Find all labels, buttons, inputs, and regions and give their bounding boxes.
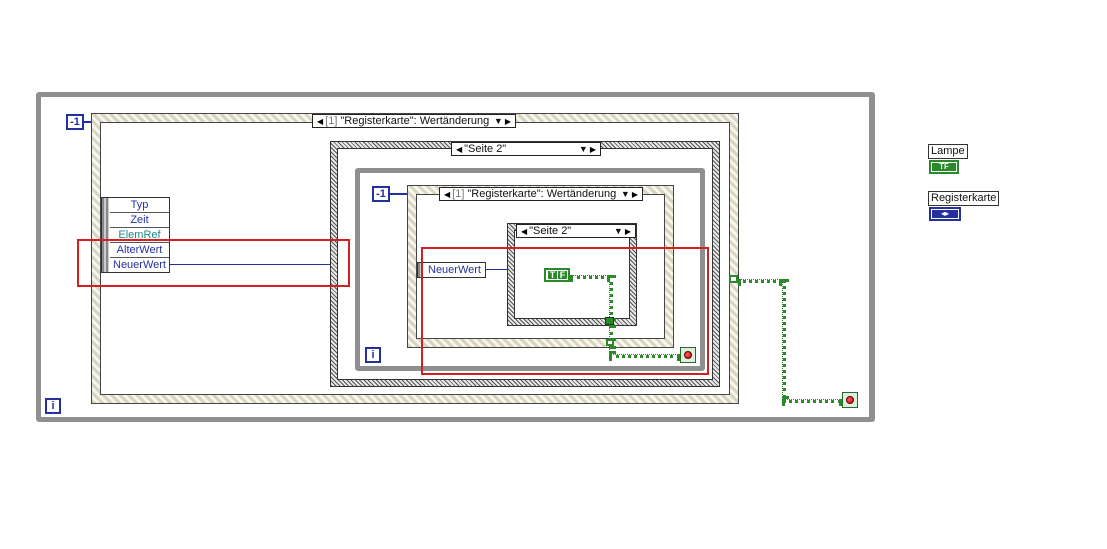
- next-case-arrow-icon[interactable]: ▶: [504, 116, 511, 126]
- registerkarte-label: Registerkarte: [928, 191, 1000, 206]
- outer-timeout-constant[interactable]: -1: [66, 114, 84, 130]
- inner-neuerwert-wire: [486, 269, 507, 270]
- inner-timeout-constant[interactable]: -1: [372, 186, 390, 202]
- stop-wire-h: [609, 354, 680, 358]
- inner-case-label: "Seite 2": [529, 225, 572, 237]
- outer-wire-h2: [782, 399, 842, 403]
- false-segment-icon: F: [558, 270, 567, 280]
- outer-case-label: "Seite 2": [464, 143, 507, 155]
- prev-case-arrow-icon[interactable]: ◀: [521, 226, 528, 236]
- inner-event-selector[interactable]: ◀ [1] "Registerkarte": Wertänderung ▼ ▶: [439, 187, 643, 201]
- event-item-zeit[interactable]: Zeit: [110, 213, 169, 228]
- lampe-icon-text: TF: [932, 163, 956, 171]
- event-item-neuerwert[interactable]: NeuerWert: [113, 259, 166, 271]
- inner-event-node-bar: [418, 263, 423, 277]
- inner-event-item-neuerwert[interactable]: NeuerWert: [428, 264, 481, 276]
- inner-timeout-value: -1: [376, 188, 386, 200]
- next-case-arrow-icon[interactable]: ▶: [624, 226, 631, 236]
- event-data-node[interactable]: Typ Zeit ElemRef AlterWert NeuerWert: [101, 197, 170, 273]
- inner-iteration-terminal: i: [365, 347, 381, 363]
- event-item-elemref[interactable]: ElemRef: [110, 228, 169, 243]
- inner-timeout-wire: [390, 193, 409, 195]
- highlight-box-left: [77, 239, 350, 287]
- event-item-typ[interactable]: Typ: [110, 198, 169, 213]
- outer-timeout-value: -1: [70, 116, 80, 128]
- lampe-terminal[interactable]: Lampe TF: [928, 144, 968, 176]
- dropdown-arrow-icon[interactable]: ▼: [613, 226, 623, 236]
- dropdown-arrow-icon[interactable]: ▼: [578, 144, 588, 154]
- stop-wire-v: [609, 346, 613, 354]
- prev-case-arrow-icon[interactable]: ◀: [456, 144, 463, 154]
- dropdown-arrow-icon[interactable]: ▼: [620, 189, 630, 199]
- highlight-box-right: [421, 247, 709, 375]
- outer-case-selector[interactable]: ◀ "Seite 2" ▼ ▶: [451, 142, 601, 156]
- true-segment-icon: T: [548, 270, 557, 280]
- event-item-alterwert[interactable]: AlterWert: [110, 243, 169, 258]
- inner-case-tunnel[interactable]: [605, 317, 614, 325]
- next-case-arrow-icon[interactable]: ▶: [631, 189, 638, 199]
- boolean-true-constant[interactable]: T F: [544, 268, 570, 282]
- dropdown-arrow-icon[interactable]: ▼: [493, 116, 503, 126]
- prev-case-arrow-icon[interactable]: ◀: [444, 189, 451, 199]
- inner-event-tunnel[interactable]: [606, 339, 614, 346]
- outer-event-selector[interactable]: ◀ [1] "Registerkarte": Wertänderung ▼ ▶: [312, 114, 516, 128]
- outer-timeout-wire: [84, 121, 93, 123]
- outer-event-case-label: "Registerkarte": Wertänderung: [340, 115, 490, 127]
- outer-while-loop[interactable]: [36, 92, 875, 422]
- outer-wire-v: [782, 279, 786, 399]
- inner-case-selector[interactable]: ◀ "Seite 2" ▼ ▶: [516, 224, 636, 238]
- boolean-wire-h: [570, 275, 610, 279]
- registerkarte-terminal[interactable]: Registerkarte ◂▸: [928, 191, 1000, 223]
- inner-loop-stop-icon[interactable]: [680, 347, 696, 363]
- inner-event-case-label: "Registerkarte": Wertänderung: [467, 188, 617, 200]
- prev-case-arrow-icon[interactable]: ◀: [317, 116, 324, 126]
- event-data-node-bar: [102, 198, 109, 272]
- inner-while-loop[interactable]: [355, 168, 705, 371]
- inner-event-data-node[interactable]: NeuerWert: [417, 262, 486, 278]
- neuerwert-wire: [170, 264, 330, 265]
- outer-event-index: [1]: [325, 115, 338, 127]
- outer-loop-stop-icon[interactable]: [842, 392, 858, 408]
- outer-case-tunnel[interactable]: [729, 275, 738, 283]
- lampe-label: Lampe: [928, 144, 968, 159]
- registerkarte-icon-text: ◂▸: [932, 210, 958, 218]
- outer-iteration-terminal: i: [45, 398, 61, 414]
- outer-wire-h1: [738, 279, 782, 283]
- inner-event-index: [1]: [452, 188, 465, 200]
- lampe-indicator-icon: TF: [929, 160, 959, 174]
- next-case-arrow-icon[interactable]: ▶: [589, 144, 596, 154]
- registerkarte-tab-icon: ◂▸: [929, 207, 961, 221]
